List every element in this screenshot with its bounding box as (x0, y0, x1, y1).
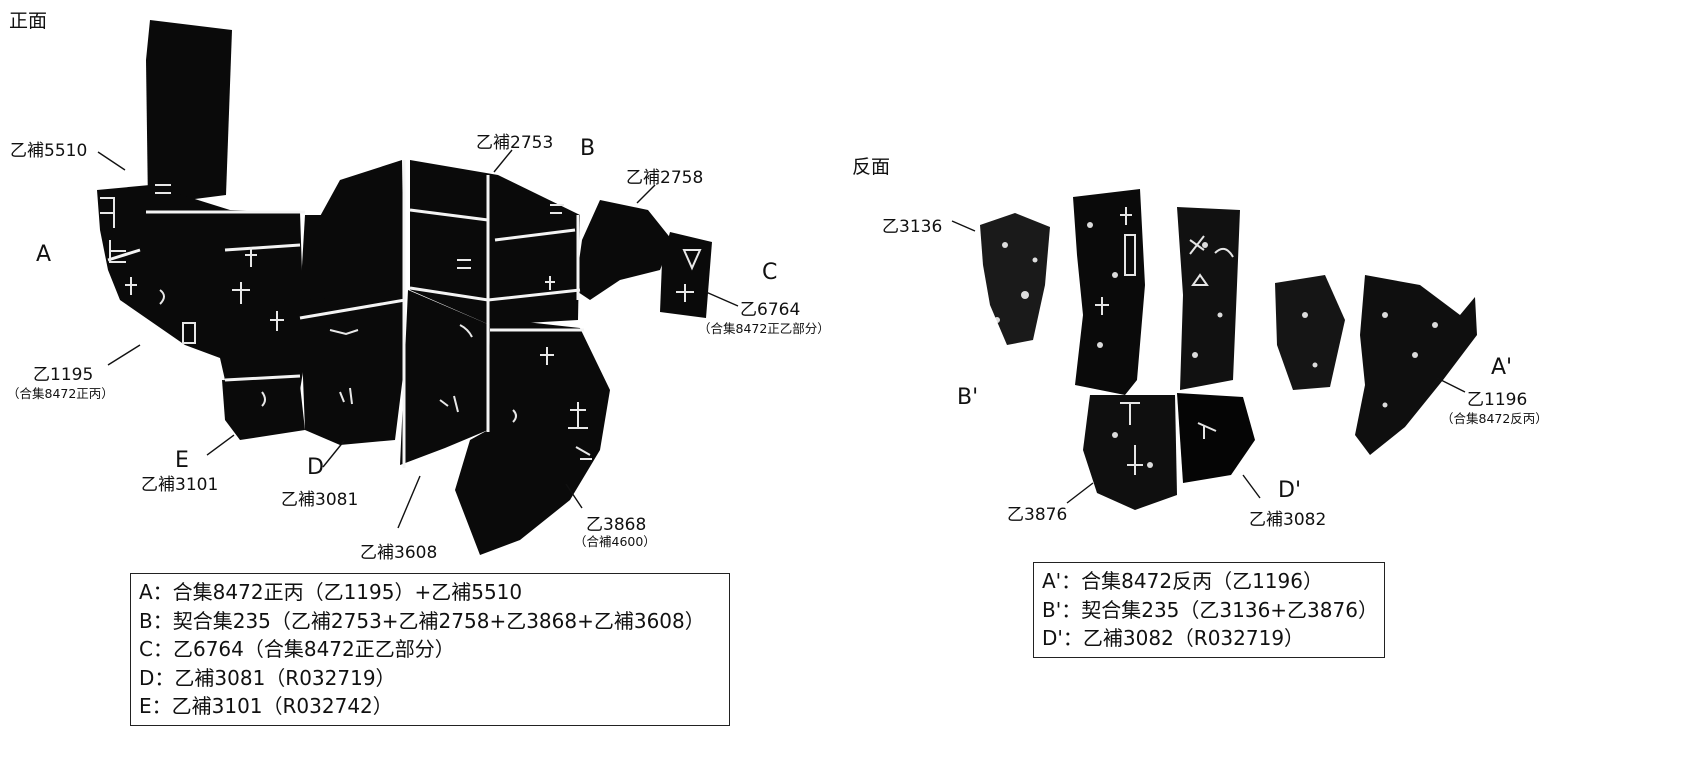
label-yibu3101: 乙補3101 (141, 475, 219, 495)
fragment-yibu5510 (146, 20, 232, 205)
legend-line-D-prime: D'：乙補3082（R032719） (1042, 626, 1305, 650)
fragment-yibu2753 (410, 160, 580, 325)
legend-line-A-prime: A'：合集8472反丙（乙1196） (1042, 569, 1323, 593)
label-yi6764: 乙6764 (740, 300, 801, 320)
fragment-yi1196 (1355, 275, 1477, 455)
legend-line-C: C：乙6764（合集8472正乙部分） (139, 637, 455, 661)
fragment-yibu3082 (1177, 393, 1255, 483)
fragment-upper-center (310, 160, 404, 300)
fragment-yi3868 (455, 318, 610, 555)
label-yibu2758: 乙補2758 (626, 168, 704, 188)
label-yi1195: 乙1195 (33, 365, 94, 385)
legend-line-D: D：乙補3081（R032719） (139, 665, 396, 690)
fragment-yibu2758 (575, 200, 672, 300)
fragment-yi6764 (660, 232, 712, 318)
label-yi3876: 乙3876 (1007, 505, 1068, 525)
fragment-mid-right (1275, 275, 1345, 390)
label-yi3136: 乙3136 (882, 217, 943, 237)
fragment-yi1195 (97, 185, 305, 390)
label-yi3868: 乙3868 (586, 515, 647, 535)
obverse-rubbing-image (97, 20, 739, 555)
label-yibu3081: 乙補3081 (281, 490, 359, 510)
fragment-right-column (1177, 207, 1240, 390)
part-letter-C: C (762, 260, 778, 285)
label-yi1196-note: （合集8472反丙） (1441, 411, 1548, 426)
label-yibu3608: 乙補3608 (360, 543, 438, 563)
part-letter-E: E (175, 448, 189, 473)
obverse-legend-box: A：合集8472正丙（乙1195）+乙補5510 B：契合集235（乙補2753… (130, 573, 730, 726)
legend-line-B-prime: B'：契合集235（乙3136+乙3876） (1042, 597, 1378, 622)
legend-line-E: E：乙補3101（R032742） (139, 694, 393, 718)
fragment-center-column (1073, 189, 1145, 395)
part-letter-B: B (580, 136, 596, 161)
label-yibu2753: 乙補2753 (476, 133, 554, 153)
reverse-panel: 乙3136 B' A' 乙1196 （合集8472反丙） 乙3876 D' 乙補… (882, 165, 1690, 605)
fragment-yibu3101 (222, 380, 305, 440)
fragment-yi3876 (1083, 395, 1177, 510)
obverse-panel: 正面 A B C D E 乙補5510 乙補2753 乙補2758 乙6764 … (0, 0, 830, 783)
reverse-heading: 反面 (852, 156, 891, 178)
label-yi6764-note: （合集8472正乙部分） (698, 321, 830, 336)
fragment-yi3136 (980, 213, 1050, 345)
part-letter-A: A (36, 242, 52, 267)
part-letter-D: D (307, 455, 324, 480)
label-yibu5510: 乙補5510 (10, 141, 88, 161)
part-letter-B-prime: B' (957, 385, 979, 410)
label-yi1196: 乙1196 (1467, 390, 1528, 410)
label-yi3868-note: （合補4600） (574, 534, 656, 549)
legend-line-B: B：契合集235（乙補2753+乙補2758+乙3868+乙補3608） (139, 608, 705, 633)
reverse-legend-box: A'：合集8472反丙（乙1196） B'：契合集235（乙3136+乙3876… (1033, 562, 1385, 658)
legend-line-A: A：合集8472正丙（乙1195）+乙補5510 (139, 580, 523, 604)
label-yibu3082: 乙補3082 (1249, 510, 1327, 530)
fragment-yibu3608 (400, 290, 490, 465)
reverse-rubbing-image (951, 189, 1477, 510)
part-letter-A-prime: A' (1491, 355, 1513, 380)
obverse-heading: 正面 (9, 10, 48, 32)
part-letter-D-prime: D' (1278, 478, 1301, 503)
label-yi1195-note: （合集8472正丙） (7, 386, 114, 401)
